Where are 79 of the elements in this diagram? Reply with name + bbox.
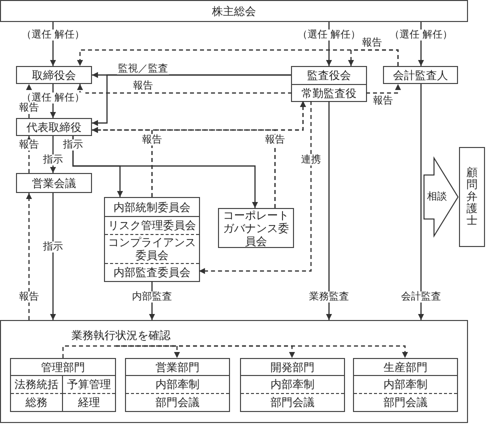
edge-label: 報告 xyxy=(141,134,163,146)
dashed-arrow xyxy=(348,49,399,66)
node-label: 内部牽制 xyxy=(270,378,314,391)
edge-label: 指示 xyxy=(42,242,64,252)
process-box xyxy=(125,358,230,412)
edge-label: 指示 xyxy=(42,154,64,166)
process-box xyxy=(16,173,92,193)
dashed-arrow xyxy=(26,193,32,320)
compartment-cell xyxy=(292,84,366,101)
process-box xyxy=(459,147,485,247)
arrow xyxy=(418,84,424,320)
process-box xyxy=(0,320,468,423)
node-label: 経理 xyxy=(78,396,100,409)
node-label: 部門会議 xyxy=(156,396,200,409)
dashed-arrow xyxy=(62,345,180,358)
node-label: 内部牽制 xyxy=(384,378,428,391)
node-label: コンプライアンス委員会 xyxy=(107,236,197,262)
node-label: 生産部門 xyxy=(384,360,428,374)
process-box xyxy=(16,66,92,84)
edge-label: 報告 xyxy=(372,96,394,106)
node-label: 管理部門 xyxy=(41,360,85,374)
edge-label: 内部監査 xyxy=(131,292,173,302)
compartment-cell xyxy=(11,393,63,411)
compartment-cell xyxy=(105,263,199,281)
node-label: コーポレートガバナンス委員会 xyxy=(222,208,290,248)
dashed-arrow xyxy=(77,84,292,94)
dashed-arrow xyxy=(199,101,312,274)
arrow xyxy=(326,101,332,320)
node-label: 部門会議 xyxy=(270,396,314,409)
edge-label: 指示 xyxy=(62,140,84,150)
edge-label: 連携 xyxy=(300,154,322,166)
dashed-arrow xyxy=(274,101,306,208)
node-label: 代表取締役 xyxy=(26,120,82,134)
node-label: 取締役会 xyxy=(32,68,76,82)
dashed-arrow xyxy=(116,345,408,358)
node-label: 内部統制委員会 xyxy=(114,200,190,214)
dashed-arrow xyxy=(26,136,32,173)
node-label: 法務統括 xyxy=(14,378,58,391)
node-label: 内部監査委員会 xyxy=(114,266,190,279)
node-label: 開発部門 xyxy=(270,360,314,374)
edge-label: 相談 xyxy=(426,192,448,202)
node-label: 株主総会 xyxy=(212,4,256,18)
arrow xyxy=(72,136,258,208)
edge-label: 報告 xyxy=(361,38,383,48)
compartment-cell xyxy=(105,216,199,234)
arrow xyxy=(50,136,56,173)
process-box xyxy=(10,358,116,412)
process-box xyxy=(240,358,345,412)
node-label: リスク管理委員会 xyxy=(108,219,196,232)
block-arrow xyxy=(424,156,459,238)
node-label: 顧問弁護士 xyxy=(466,166,478,228)
node-label: 会計監査人 xyxy=(393,68,448,82)
edge-label: 監視／監査 xyxy=(117,64,169,74)
arrow xyxy=(50,193,56,320)
node-label: 営業部門 xyxy=(156,360,200,374)
dashed-arrow xyxy=(366,84,401,94)
node-label: 業務執行状況を確認 xyxy=(72,328,170,342)
arrow xyxy=(92,74,291,126)
node-label: 常勤監査役 xyxy=(302,86,356,100)
node-label: 総務 xyxy=(26,396,48,409)
node-label: 営業会議 xyxy=(32,176,76,190)
node-label: 部門会議 xyxy=(384,396,428,409)
node-label: 予算管理 xyxy=(67,378,111,391)
edge-label: 報告 xyxy=(264,134,286,146)
process-box xyxy=(0,0,468,22)
edge-label: 報告 xyxy=(18,140,40,150)
compartment-cell xyxy=(11,375,63,393)
process-box xyxy=(383,66,458,84)
edge-label: 報告 xyxy=(18,292,40,302)
node-label: 内部牽制 xyxy=(156,378,200,391)
process-box xyxy=(16,118,92,136)
process-box xyxy=(291,66,367,102)
process-box xyxy=(353,358,458,412)
node-label: 監査役会 xyxy=(307,69,351,82)
edge-label: 報告 xyxy=(18,102,40,114)
edge-label: 会計監査 xyxy=(400,292,442,302)
process-box xyxy=(104,197,200,282)
edge-label: 業務監査 xyxy=(308,292,350,302)
edge-label: 報告 xyxy=(132,80,154,92)
